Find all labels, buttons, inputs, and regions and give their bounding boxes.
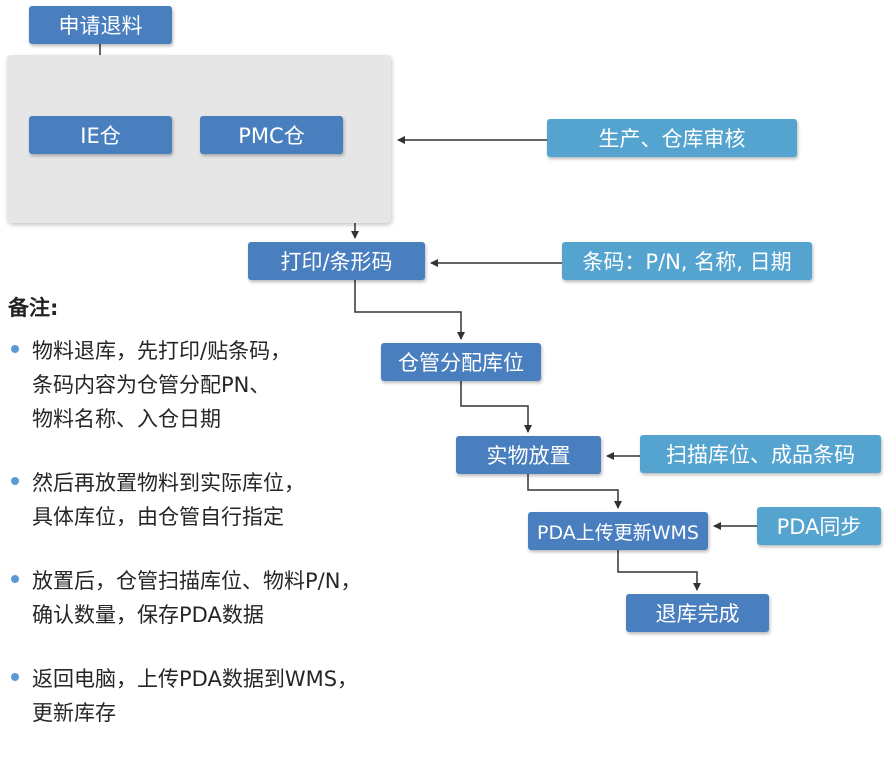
bullet-dot-icon (11, 477, 19, 485)
notes-section: 备注: 物料退库，先打印/贴条码， 条码内容为仓管分配PN、 物料名称、入仓日期… (8, 292, 428, 760)
apply-return-box: 申请退料 (29, 6, 172, 44)
notes-title: 备注: (8, 296, 59, 320)
connector-place-to-pda (527, 474, 622, 509)
note-line: 具体库位，由仓管自行指定 (32, 505, 284, 529)
barcode-info-box: 条码：P/N, 名称, 日期 (562, 242, 812, 280)
bullet-dot-icon (11, 673, 19, 681)
connector-pda-to-complete (617, 550, 701, 591)
note-line: 条码内容为仓管分配PN、 (32, 373, 271, 397)
scan-info-box: 扫描库位、成品条码 (640, 435, 881, 473)
connector-assign-to-place (460, 381, 532, 433)
note-line: 然后再放置物料到实际库位， (32, 471, 305, 495)
pmc-warehouse-box: PMC仓 (200, 116, 343, 154)
note-item: 然后再放置物料到实际库位， 具体库位，由仓管自行指定 (8, 466, 428, 534)
note-item: 放置后，仓管扫描库位、物料P/N， 确认数量，保存PDA数据 (8, 564, 428, 632)
production-review-box: 生产、仓库审核 (547, 119, 797, 157)
bullet-dot-icon (11, 575, 19, 583)
note-item: 物料退库，先打印/贴条码， 条码内容为仓管分配PN、 物料名称、入仓日期 (8, 334, 428, 436)
note-item: 返回电脑，上传PDA数据到WMS， 更新库存 (8, 662, 428, 730)
note-line: 确认数量，保存PDA数据 (32, 603, 264, 627)
connector-print-to-assign (354, 280, 465, 340)
note-line: 物料退库，先打印/贴条码， (32, 339, 292, 363)
bullet-dot-icon (11, 345, 19, 353)
ie-warehouse-box: IE仓 (29, 116, 172, 154)
note-line: 更新库存 (32, 701, 116, 725)
note-line: 返回电脑，上传PDA数据到WMS， (32, 667, 359, 691)
return-complete-box: 退库完成 (626, 594, 769, 632)
assign-location-box: 仓管分配库位 (381, 343, 541, 381)
place-material-box: 实物放置 (456, 436, 601, 474)
note-line: 放置后，仓管扫描库位、物料P/N， (32, 569, 362, 593)
print-barcode-box: 打印/条形码 (248, 242, 425, 280)
pda-upload-box: PDA上传更新WMS (528, 512, 708, 550)
note-line: 物料名称、入仓日期 (32, 407, 221, 431)
pda-sync-box: PDA同步 (757, 507, 881, 545)
